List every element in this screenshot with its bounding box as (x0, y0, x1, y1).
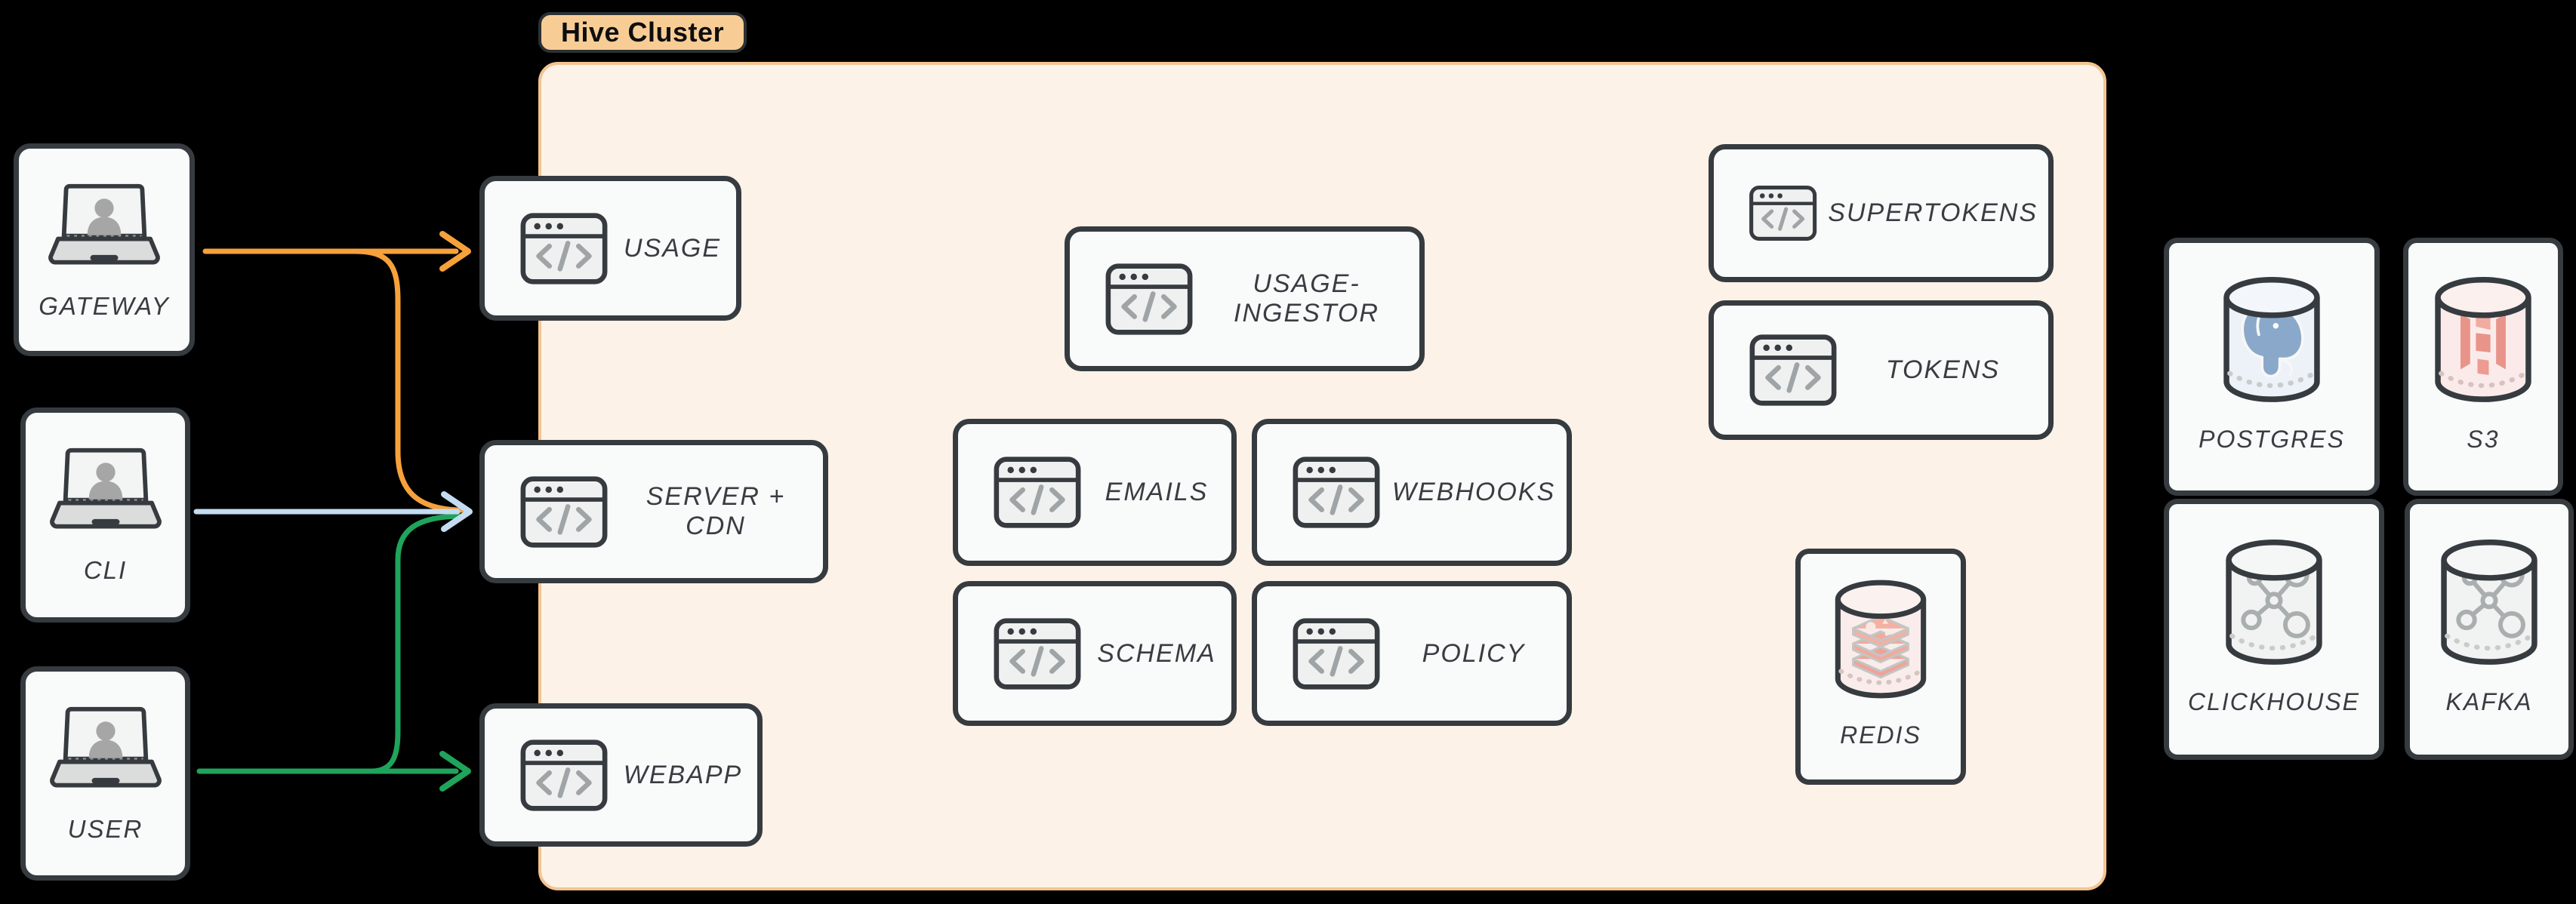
service-box-schema: SCHEMA (953, 581, 1237, 726)
service-box-usage: USAGE (479, 176, 741, 321)
node-cli-label: CLI (83, 556, 128, 584)
redis-database-icon (1824, 575, 1937, 705)
service-label-supertokens: SUPERTOKENS (1828, 198, 2038, 227)
service-label-tokens: TOKENS (1885, 355, 2001, 384)
datastore-label-kafka: KAFKA (2445, 688, 2533, 715)
code-window-icon (519, 739, 609, 812)
clickhouse-database-icon (2214, 534, 2334, 672)
service-label-schema: SCHEMA (1097, 638, 1216, 668)
node-gateway: GATEWAY (14, 143, 195, 356)
code-window-icon (1105, 263, 1194, 336)
node-cli: CLI (20, 407, 190, 623)
service-label-webhooks: WEBHOOKS (1391, 478, 1556, 506)
datastore-label-s3: S3 (2467, 426, 2500, 453)
code-window-icon (1749, 334, 1838, 407)
service-label-policy: POLICY (1422, 638, 1526, 668)
laptop-user-icon (43, 444, 168, 541)
service-box-webhooks: WEBHOOKS (1252, 419, 1572, 566)
edge-user-webapp-arrowhead (439, 751, 471, 792)
code-window-icon (519, 475, 609, 549)
service-label-usage: USAGE (623, 233, 722, 263)
service-box-server-cdn: SERVER + CDN (479, 440, 828, 583)
kafka-database-icon (2430, 534, 2549, 672)
datastore-label-postgres: POSTGRES (2199, 426, 2345, 453)
datastore-label-clickhouse: CLICKHOUSE (2187, 688, 2361, 715)
datastore-box-postgres: POSTGRES (2164, 238, 2380, 496)
datastore-box-clickhouse: CLICKHOUSE (2164, 499, 2384, 760)
service-box-policy: POLICY (1252, 581, 1572, 726)
edge-gateway-usage-arrowhead (439, 231, 471, 272)
service-box-webapp: WEBAPP (479, 703, 763, 847)
edge-cli-servercdn-arrowhead (441, 491, 473, 532)
datastore-label-redis: REDIS (1840, 721, 1921, 749)
datastore-box-redis: REDIS (1795, 549, 1966, 785)
code-window-icon (1292, 617, 1381, 690)
service-box-tokens: TOKENS (1709, 300, 2054, 440)
edge-gateway-servercdn (352, 248, 467, 513)
postgres-database-icon (2212, 272, 2331, 409)
datastore-box-kafka: KAFKA (2405, 499, 2574, 760)
code-window-icon (993, 617, 1082, 690)
hive-cluster-badge-label: Hive Cluster (561, 17, 725, 48)
node-gateway-label: GATEWAY (39, 292, 170, 320)
s3-database-icon (2423, 272, 2543, 409)
datastore-box-s3: S3 (2403, 238, 2563, 496)
code-window-icon (1292, 456, 1381, 529)
code-window-icon (1749, 177, 1817, 250)
service-label-emails: EMAILS (1105, 478, 1209, 506)
laptop-user-icon (43, 703, 168, 800)
service-label-webapp: WEBAPP (623, 760, 743, 789)
service-box-usage-ingestor: USAGE-INGESTOR (1065, 226, 1425, 371)
service-label-usage-ingestor: USAGE-INGESTOR (1234, 269, 1379, 327)
edge-user-servercdn (368, 513, 465, 774)
node-user: USER (20, 666, 190, 881)
laptop-user-icon (42, 180, 167, 277)
node-user-label: USER (67, 815, 143, 843)
service-label-server-cdn: SERVER + CDN (646, 482, 786, 540)
service-box-supertokens: SUPERTOKENS (1709, 144, 2054, 282)
hive-cluster-badge: Hive Cluster (538, 12, 747, 53)
service-box-emails: EMAILS (953, 419, 1237, 566)
code-window-icon (993, 456, 1082, 529)
code-window-icon (519, 212, 609, 285)
